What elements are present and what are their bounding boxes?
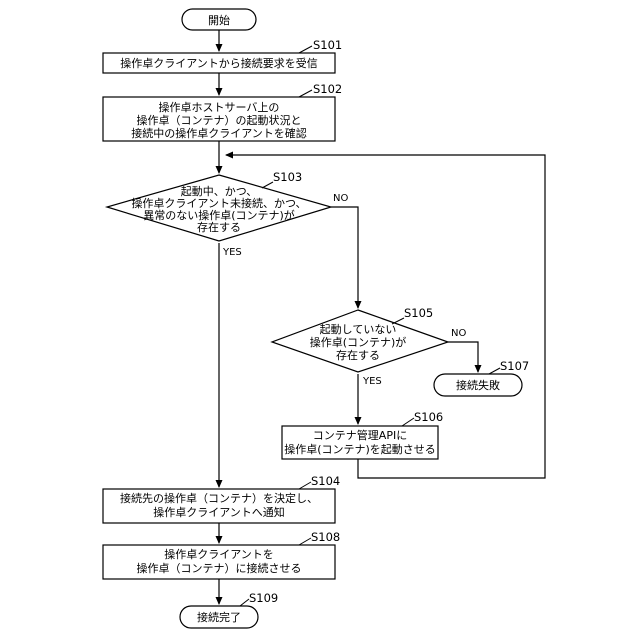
s109-step-label: S109	[249, 591, 278, 605]
s102-text-line-2: 操作卓（コンテナ）の起動状況と	[137, 113, 302, 127]
s107-label: 接続失敗	[456, 378, 500, 392]
s104-step-label: S104	[311, 474, 340, 488]
s103-leader	[262, 182, 273, 188]
connector-s103-no-s105	[331, 207, 358, 308]
connector-s105-no-s107	[448, 342, 478, 372]
s102-leader	[299, 90, 312, 97]
s105-yes-label: YES	[362, 376, 382, 387]
s106-text-line-1: コンテナ管理APIに	[313, 428, 407, 442]
end-failure-s107: 接続失敗 S107	[434, 359, 529, 396]
s105-no-label: NO	[451, 328, 466, 339]
s106-leader	[402, 418, 414, 426]
s106-step-label: S106	[414, 410, 443, 424]
s105-text-line-1: 起動していない	[320, 322, 397, 336]
process-s104: 接続先の操作卓（コンテナ）を決定し、 操作卓クライアントへ通知 S104	[103, 474, 340, 523]
s101-leader	[299, 46, 312, 53]
s108-leader	[299, 538, 311, 545]
start-terminator: 開始	[182, 9, 256, 30]
s104-leader	[299, 482, 311, 489]
process-s108: 操作卓クライアントを 操作卓（コンテナ）に接続させる S108	[103, 530, 340, 579]
s105-text-line-2: 操作卓(コンテナ)が	[310, 335, 407, 349]
s105-step-label: S105	[404, 306, 433, 320]
s103-text-line-1: 起動中、かつ、	[181, 184, 258, 198]
process-s106: コンテナ管理APIに 操作卓(コンテナ)を起動させる S106	[282, 410, 443, 459]
s109-label: 接続完了	[197, 610, 241, 624]
s105-text-line-3: 存在する	[336, 348, 380, 362]
s107-step-label: S107	[500, 359, 529, 373]
s101-text: 操作卓クライアントから接続要求を受信	[120, 56, 318, 70]
end-success-s109: 接続完了 S109	[180, 591, 278, 628]
s107-leader	[489, 368, 500, 374]
s101-step-label: S101	[313, 38, 342, 52]
s103-yes-label: YES	[222, 247, 242, 258]
s109-leader	[240, 599, 249, 606]
decision-s105: 起動していない 操作卓(コンテナ)が 存在する S105 YES NO	[272, 306, 466, 387]
s105-leader	[392, 318, 404, 324]
s103-text-line-3: 異常のない操作卓(コンテナ)が	[143, 208, 295, 222]
s104-text-line-2: 操作卓クライアントへ通知	[153, 505, 285, 519]
s108-text-line-2: 操作卓（コンテナ）に接続させる	[137, 561, 302, 575]
s103-text-line-4: 存在する	[197, 220, 241, 234]
process-s102: 操作卓ホストサーバ上の 操作卓（コンテナ）の起動状況と 接続中の操作卓クライアン…	[103, 82, 342, 141]
decision-s103: 起動中、かつ、 操作卓クライアント未接続、かつ、 異常のない操作卓(コンテナ)が…	[107, 170, 348, 258]
s102-text-line-1: 操作卓ホストサーバ上の	[159, 100, 280, 114]
process-s101: 操作卓クライアントから接続要求を受信 S101	[103, 38, 342, 73]
s102-step-label: S102	[313, 82, 342, 96]
s108-text-line-1: 操作卓クライアントを	[164, 547, 274, 561]
s104-text-line-1: 接続先の操作卓（コンテナ）を決定し、	[120, 491, 318, 505]
s102-text-line-3: 接続中の操作卓クライアントを確認	[131, 126, 307, 140]
s106-text-line-2: 操作卓(コンテナ)を起動させる	[284, 442, 436, 456]
s108-step-label: S108	[311, 530, 340, 544]
start-label: 開始	[208, 13, 230, 27]
s103-step-label: S103	[273, 170, 302, 184]
s103-no-label: NO	[333, 193, 348, 204]
s103-text-line-2: 操作卓クライアント未接続、かつ、	[131, 196, 306, 210]
